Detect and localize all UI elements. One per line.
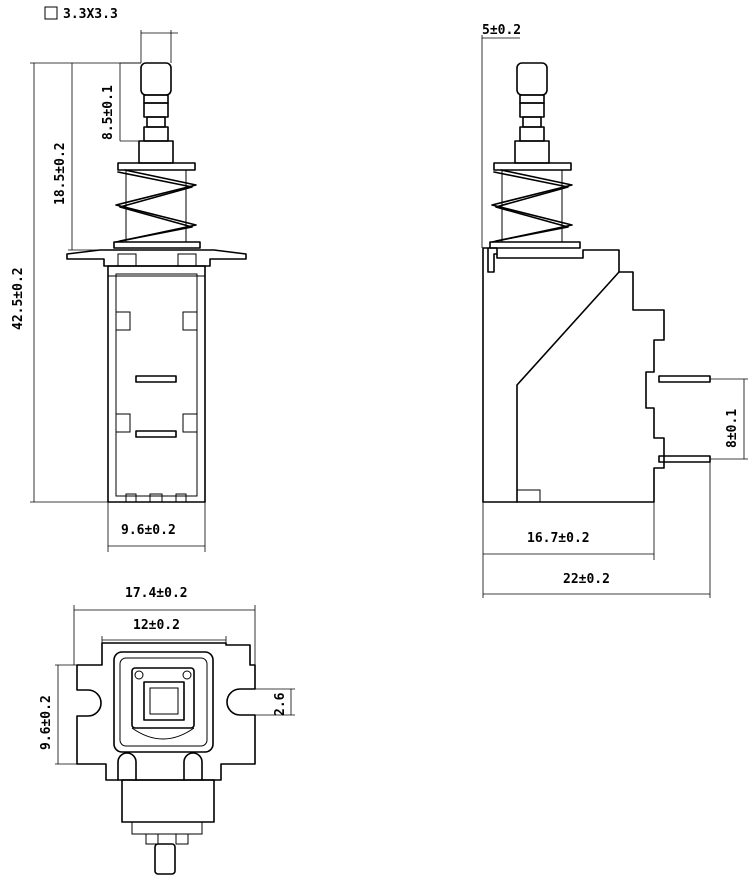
bottom-total-label: 17.4±0.2 bbox=[125, 586, 188, 601]
pin-square-label: 3.3X3.3 bbox=[63, 7, 118, 22]
bottom-dimensions: 17.4±0.2 12±0.2 9.6±0.2 2.6 bbox=[39, 586, 295, 765]
front-spring bbox=[113, 162, 201, 249]
side-total-label: 22±0.2 bbox=[563, 572, 610, 587]
bottom-flange bbox=[76, 642, 256, 781]
side-body bbox=[482, 247, 665, 503]
side-terminals bbox=[658, 375, 711, 463]
front-total-label: 42.5±0.2 bbox=[11, 267, 26, 330]
bottom-view: 17.4±0.2 12±0.2 9.6±0.2 2.6 bbox=[39, 586, 295, 875]
front-body bbox=[107, 265, 206, 503]
front-mount-plate bbox=[66, 249, 247, 267]
square-symbol bbox=[44, 6, 58, 20]
bottom-slot-label: 2.6 bbox=[273, 692, 288, 716]
side-body-label: 16.7±0.2 bbox=[527, 531, 590, 546]
side-spring bbox=[489, 162, 581, 249]
side-plunger-label: 5±0.2 bbox=[482, 23, 521, 38]
front-width-label: 9.6±0.2 bbox=[121, 523, 176, 538]
side-dimensions: 5±0.2 8±0.1 16.7±0.2 22±0.2 bbox=[481, 23, 748, 598]
side-pin-pitch-label: 8±0.1 bbox=[725, 409, 740, 448]
bottom-plunger bbox=[131, 667, 195, 740]
bottom-inner-label: 12±0.2 bbox=[133, 618, 180, 633]
bottom-housing bbox=[113, 651, 214, 753]
bottom-terminals bbox=[117, 752, 215, 875]
side-view: 5±0.2 8±0.1 16.7±0.2 22±0.2 bbox=[481, 23, 748, 598]
pin-square-note: 3.3X3.3 bbox=[44, 6, 118, 22]
front-view: 8.5±0.1 18.5±0.2 42.5±0.2 9.6±0.2 bbox=[11, 30, 247, 552]
bottom-depth-label: 9.6±0.2 bbox=[39, 695, 54, 750]
side-plunger bbox=[514, 62, 550, 164]
front-plunger bbox=[138, 62, 174, 164]
front-dimensions: 8.5±0.1 18.5±0.2 42.5±0.2 9.6±0.2 bbox=[11, 30, 206, 552]
front-plunger-label: 18.5±0.2 bbox=[53, 142, 68, 205]
front-stroke-label: 8.5±0.1 bbox=[101, 85, 116, 140]
